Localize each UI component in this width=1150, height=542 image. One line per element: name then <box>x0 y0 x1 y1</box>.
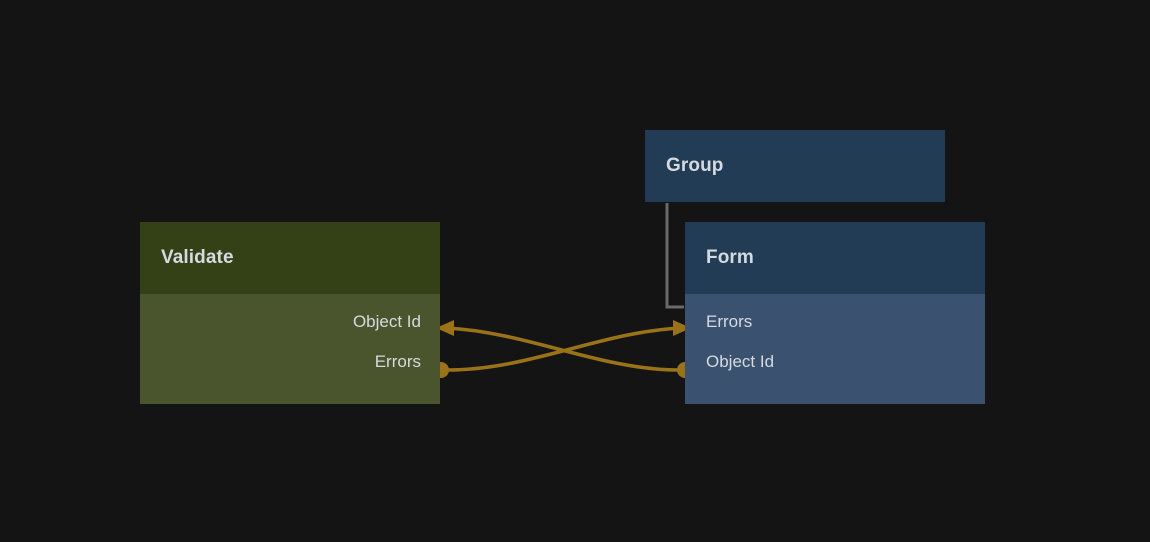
node-group-header[interactable]: Group <box>645 130 945 202</box>
port-label-validate-objectid: Object Id <box>352 311 421 331</box>
node-form-body: Errors Object Id <box>685 294 985 404</box>
port-row-form-errors[interactable]: Errors <box>685 301 985 341</box>
port-label-form-errors: Errors <box>706 311 753 331</box>
port-label-validate-errors: Errors <box>374 351 421 371</box>
node-form[interactable]: Form Errors Object Id <box>685 222 985 404</box>
node-validate-header[interactable]: Validate <box>140 222 440 294</box>
hierarchy-connector-group-form <box>665 203 684 309</box>
port-row-validate-objectid[interactable]: Object Id <box>140 301 440 341</box>
node-group[interactable]: Group <box>645 130 945 202</box>
port-row-form-objectid[interactable]: Object Id <box>685 341 985 381</box>
node-validate-body: Object Id Errors <box>140 294 440 404</box>
edge-errors-validate-to-form[interactable] <box>445 326 683 372</box>
node-validate-title: Validate <box>161 247 234 268</box>
node-form-header[interactable]: Form <box>685 222 985 294</box>
node-group-title: Group <box>666 155 724 176</box>
edge-objectid-form-to-validate[interactable] <box>444 326 681 372</box>
port-label-form-objectid: Object Id <box>706 351 775 371</box>
node-validate[interactable]: Validate Object Id Errors <box>140 222 440 404</box>
node-form-title: Form <box>706 247 754 268</box>
port-row-validate-errors[interactable]: Errors <box>140 341 440 381</box>
